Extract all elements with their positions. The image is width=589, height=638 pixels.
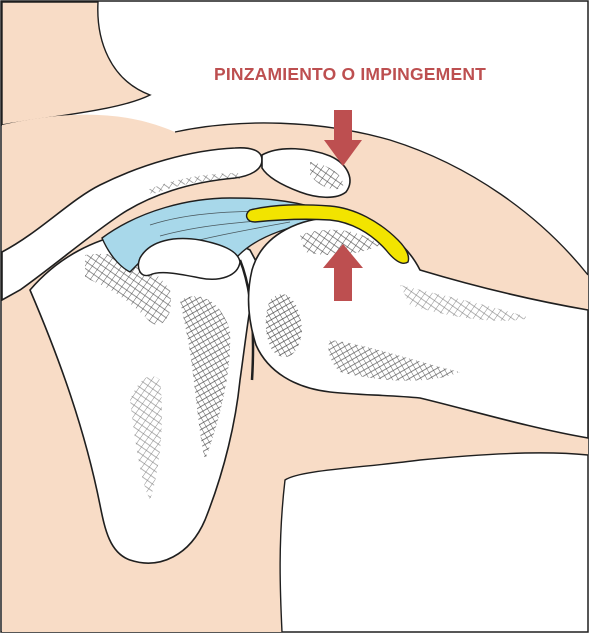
page-title: PINZAMIENTO O IMPINGEMENT (214, 64, 486, 85)
